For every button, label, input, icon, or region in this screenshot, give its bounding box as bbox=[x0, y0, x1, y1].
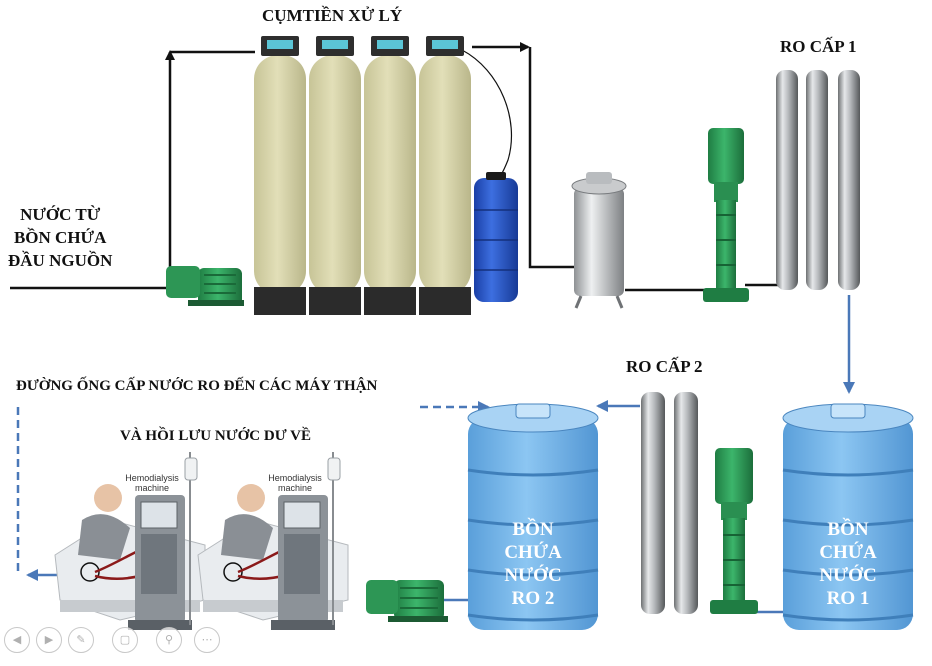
distribution-label-line1: ĐƯỜNG ỐNG CẤP NƯỚC RO ĐẾN CÁC MÁY THẬN bbox=[16, 378, 378, 394]
ro-stage2-label: RO CẤP 2 bbox=[626, 357, 703, 376]
pipe-network bbox=[10, 42, 780, 292]
hemodialysis-scene-1 bbox=[54, 452, 206, 630]
pretreatment-label: CỤMTIỀN XỬ LÝ bbox=[262, 6, 403, 25]
ro2-tank bbox=[467, 403, 599, 630]
ro1-tank-line2: CHỨA bbox=[819, 542, 877, 563]
high-pressure-pump-2 bbox=[710, 448, 758, 614]
filter-column bbox=[309, 36, 361, 315]
source-label-line1: NƯỚC TỪ bbox=[20, 205, 101, 224]
ro1-tank bbox=[782, 403, 914, 630]
source-label-line3: ĐẦU NGUỒN bbox=[8, 251, 113, 270]
ro1-tank-label: BỒN CHỨA NƯỚC RO 1 bbox=[788, 518, 908, 610]
ro2-tank-line2: CHỨA bbox=[504, 542, 562, 563]
ro-stage2-membranes bbox=[641, 392, 698, 614]
ro1-tank-line3: NƯỚC bbox=[819, 565, 877, 586]
machine-caption-2: Hemodialysis machine bbox=[260, 473, 330, 493]
ro2-tank-label: BỒN CHỨA NƯỚC RO 2 bbox=[473, 518, 593, 610]
forward-icon[interactable]: ▶ bbox=[36, 627, 62, 653]
pipe-down-right bbox=[528, 47, 575, 269]
machine-caption-2-line2: machine bbox=[277, 483, 313, 493]
distribution-pump bbox=[366, 580, 448, 622]
filter-column bbox=[419, 36, 471, 315]
pen-icon[interactable]: ✎ bbox=[68, 627, 94, 653]
filter-column bbox=[364, 36, 416, 315]
distribution-label-line2: VÀ HỒI LƯU NƯỚC DƯ VỀ bbox=[120, 428, 311, 444]
source-label: NƯỚC TỪ BỒN CHỨA ĐẦU NGUỒN bbox=[8, 203, 112, 272]
ro-stage1-label: RO CẤP 1 bbox=[780, 37, 857, 56]
filter-column bbox=[254, 36, 306, 315]
machine-caption-1-line1: Hemodialysis bbox=[125, 473, 179, 483]
blue-flow-arrows bbox=[16, 295, 855, 614]
high-pressure-pump-1 bbox=[703, 128, 749, 302]
ro2-tank-line4: RO 2 bbox=[511, 588, 555, 609]
pretreatment-filters bbox=[254, 36, 471, 315]
brine-tank bbox=[474, 172, 518, 302]
ro1-tank-line4: RO 1 bbox=[826, 588, 870, 609]
machine-caption-2-line1: Hemodialysis bbox=[268, 473, 322, 483]
ro1-tank-line1: BỒN bbox=[827, 519, 869, 540]
zoom-icon[interactable]: ⚲ bbox=[156, 627, 182, 653]
ro2-tank-line3: NƯỚC bbox=[504, 565, 562, 586]
source-label-line2: BỒN CHỨA bbox=[13, 228, 107, 247]
back-icon[interactable]: ◀ bbox=[4, 627, 30, 653]
machine-caption-1: Hemodialysis machine bbox=[117, 473, 187, 493]
more-icon[interactable]: ⋯ bbox=[194, 627, 220, 653]
hemodialysis-scene-2 bbox=[197, 452, 349, 630]
ro2-tank-line1: BỒN bbox=[512, 519, 554, 540]
feed-pump bbox=[166, 266, 244, 306]
slides-icon[interactable]: ▢ bbox=[112, 627, 138, 653]
cartridge-filter bbox=[571, 172, 627, 309]
ro-stage1-membranes bbox=[776, 70, 860, 290]
machine-caption-1-line2: machine bbox=[134, 483, 170, 493]
